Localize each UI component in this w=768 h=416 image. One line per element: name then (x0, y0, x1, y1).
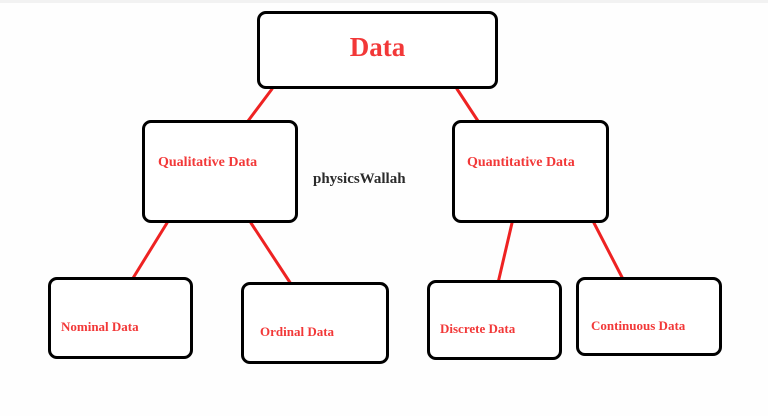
connector-qualitative-to-ordinal (249, 221, 293, 286)
node-continuous-data-label: Continuous Data (591, 317, 686, 333)
node-quantitative-data-label: Quantitative Data (467, 154, 575, 170)
node-discrete-data[interactable]: Discrete Data (427, 280, 562, 360)
node-data[interactable]: Data (257, 11, 498, 89)
connector-quantitative-to-discrete (496, 221, 514, 285)
node-ordinal-data[interactable]: Ordinal Data (241, 282, 389, 364)
node-nominal-data[interactable]: Nominal Data (48, 277, 193, 359)
node-data-label: Data (349, 32, 406, 62)
top-edge-shade (0, 0, 768, 3)
node-quantitative-data[interactable]: Quantitative Data (452, 120, 609, 223)
node-discrete-data-label: Discrete Data (440, 321, 516, 336)
node-ordinal-data-label: Ordinal Data (260, 324, 335, 339)
connector-qualitative-to-nominal (128, 221, 169, 285)
watermark-label: physicsWallah (313, 171, 406, 187)
node-qualitative-data[interactable]: Qualitative Data (142, 120, 298, 223)
connector-quantitative-to-continuous (592, 221, 627, 285)
connector-data-to-quantitative (455, 87, 480, 123)
node-continuous-data[interactable]: Continuous Data (576, 277, 722, 356)
node-nominal-data-label: Nominal Data (61, 319, 139, 334)
node-qualitative-data-label: Qualitative Data (158, 154, 258, 170)
connector-data-to-qualitative (246, 87, 274, 123)
